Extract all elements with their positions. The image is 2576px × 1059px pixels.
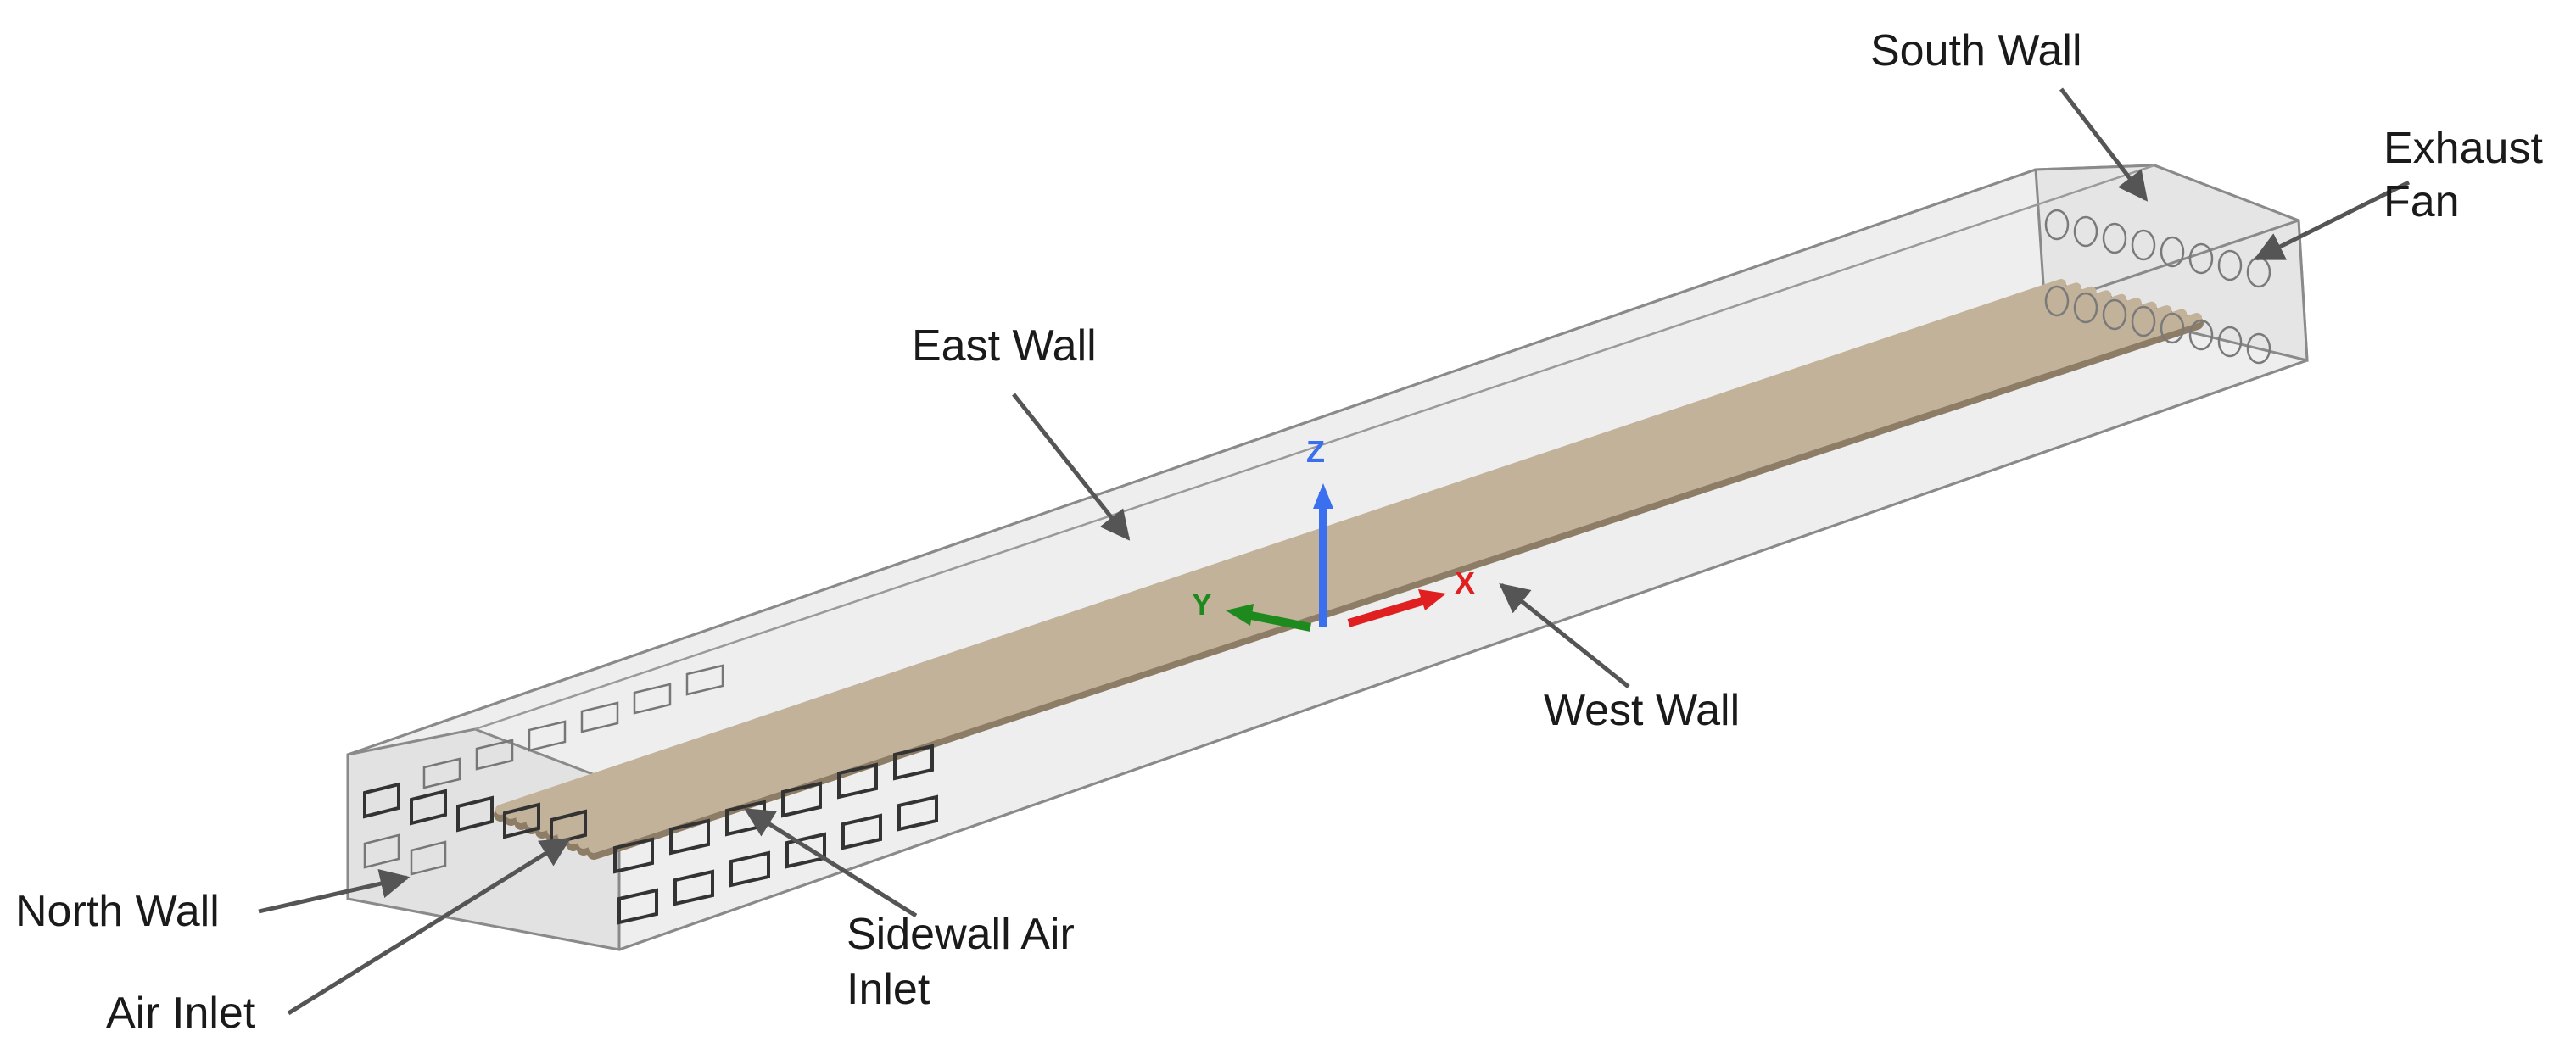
tube-row bbox=[589, 313, 2202, 853]
tube-row bbox=[516, 286, 2097, 823]
x-axis-head bbox=[1418, 589, 1446, 610]
east-wall-air-inlet bbox=[528, 720, 567, 752]
north-wall-air-inlet bbox=[503, 802, 540, 839]
exhaust-fan bbox=[2160, 312, 2185, 344]
z-axis-label: Z bbox=[1306, 434, 1325, 469]
x-axis-arrow bbox=[1347, 596, 1427, 627]
tube-row bbox=[547, 298, 2142, 836]
label-exhaust-fan-line1: Exhaust bbox=[2383, 124, 2543, 173]
leader-sidewall-air-inlet bbox=[744, 807, 918, 918]
leader-lines bbox=[258, 87, 2411, 1016]
label-sidewall-air-inlet-line2: Inlet bbox=[847, 965, 930, 1014]
leader-air-inlet bbox=[287, 837, 571, 1016]
y-axis-arrow bbox=[1246, 610, 1311, 632]
tube-row bbox=[536, 293, 2127, 832]
east-wall-top-edge bbox=[347, 168, 2037, 756]
north-wall-air-inlet bbox=[363, 782, 400, 819]
exhaust-fan bbox=[2102, 222, 2127, 254]
sidewall-air-inlet bbox=[893, 744, 934, 781]
label-air-inlet: Air Inlet bbox=[106, 989, 256, 1038]
east-wall-inner-edge bbox=[474, 164, 2155, 731]
label-exhaust-fan-line2: Fan bbox=[2383, 177, 2460, 226]
sidewall-air-inlet bbox=[729, 850, 770, 888]
exhaust-fan bbox=[2188, 242, 2214, 275]
north-wall-air-inlet bbox=[363, 833, 400, 869]
sidewall-air-inlet bbox=[897, 794, 938, 832]
exhaust-fan bbox=[2044, 209, 2070, 241]
east-wall-air-inlet bbox=[422, 757, 461, 789]
tube-row bbox=[495, 279, 2066, 815]
sidewall-air-inlet bbox=[617, 888, 658, 925]
leader-east-wall bbox=[1012, 393, 1131, 541]
east-wall-air-inlet bbox=[633, 683, 672, 715]
exhaust-fan bbox=[2131, 305, 2156, 337]
leader-west-wall bbox=[1499, 582, 1630, 688]
y-axis-head bbox=[1226, 604, 1254, 626]
north-wall-face bbox=[346, 727, 621, 951]
east-wall-air-inlet bbox=[475, 739, 514, 771]
x-axis-label: X bbox=[1455, 566, 1475, 600]
exhaust-fan bbox=[2246, 332, 2271, 365]
exhaust-fan bbox=[2131, 229, 2156, 261]
leader-north-wall bbox=[258, 868, 411, 914]
tube-row bbox=[567, 305, 2172, 844]
sidewall-air-inlet bbox=[781, 781, 822, 818]
exhaust-fan bbox=[2188, 319, 2214, 351]
air-inlets bbox=[363, 664, 938, 925]
sidewall-air-inlet bbox=[841, 813, 882, 850]
north-wall-air-inlet bbox=[410, 840, 447, 876]
north-wall-air-inlet bbox=[456, 795, 494, 833]
exhaust-fan bbox=[2102, 298, 2127, 331]
sidewall-air-inlet bbox=[837, 762, 878, 800]
exhaust-fan bbox=[2073, 215, 2098, 248]
exhaust-fan bbox=[2044, 285, 2070, 317]
label-east-wall: East Wall bbox=[912, 321, 1097, 371]
axis-triad: Z X Y bbox=[1192, 434, 1475, 632]
exhaust-fan bbox=[2160, 236, 2185, 268]
east-wall-air-inlet bbox=[580, 701, 619, 733]
exhaust-fan bbox=[2073, 292, 2098, 324]
label-north-wall: North Wall bbox=[15, 887, 220, 936]
exhaust-fans bbox=[2044, 209, 2271, 365]
leader-south-wall bbox=[2059, 87, 2149, 202]
label-west-wall: West Wall bbox=[1544, 686, 1741, 735]
exhaust-fan bbox=[2217, 249, 2243, 281]
tube-row bbox=[557, 301, 2157, 840]
tube-row bbox=[578, 309, 2188, 849]
tube-rows bbox=[494, 279, 2204, 860]
exhaust-fan bbox=[2217, 326, 2243, 358]
tube-row bbox=[506, 282, 2081, 819]
east-wall-air-inlet bbox=[685, 664, 724, 696]
sidewall-air-inlet bbox=[669, 818, 710, 856]
sidewall-air-inlet bbox=[613, 837, 654, 874]
z-axis-head bbox=[1313, 483, 1333, 509]
west-wall-bottom-edge bbox=[618, 359, 2308, 951]
north-wall-air-inlet bbox=[550, 809, 587, 846]
y-axis-label: Y bbox=[1192, 587, 1212, 621]
north-wall-air-inlet bbox=[410, 789, 447, 826]
sidewall-air-inlet bbox=[673, 869, 714, 906]
leader-exhaust-fan bbox=[2253, 180, 2411, 261]
label-sidewall-air-inlet-line1: Sidewall Air bbox=[847, 910, 1075, 959]
label-south-wall: South Wall bbox=[1870, 26, 2082, 75]
